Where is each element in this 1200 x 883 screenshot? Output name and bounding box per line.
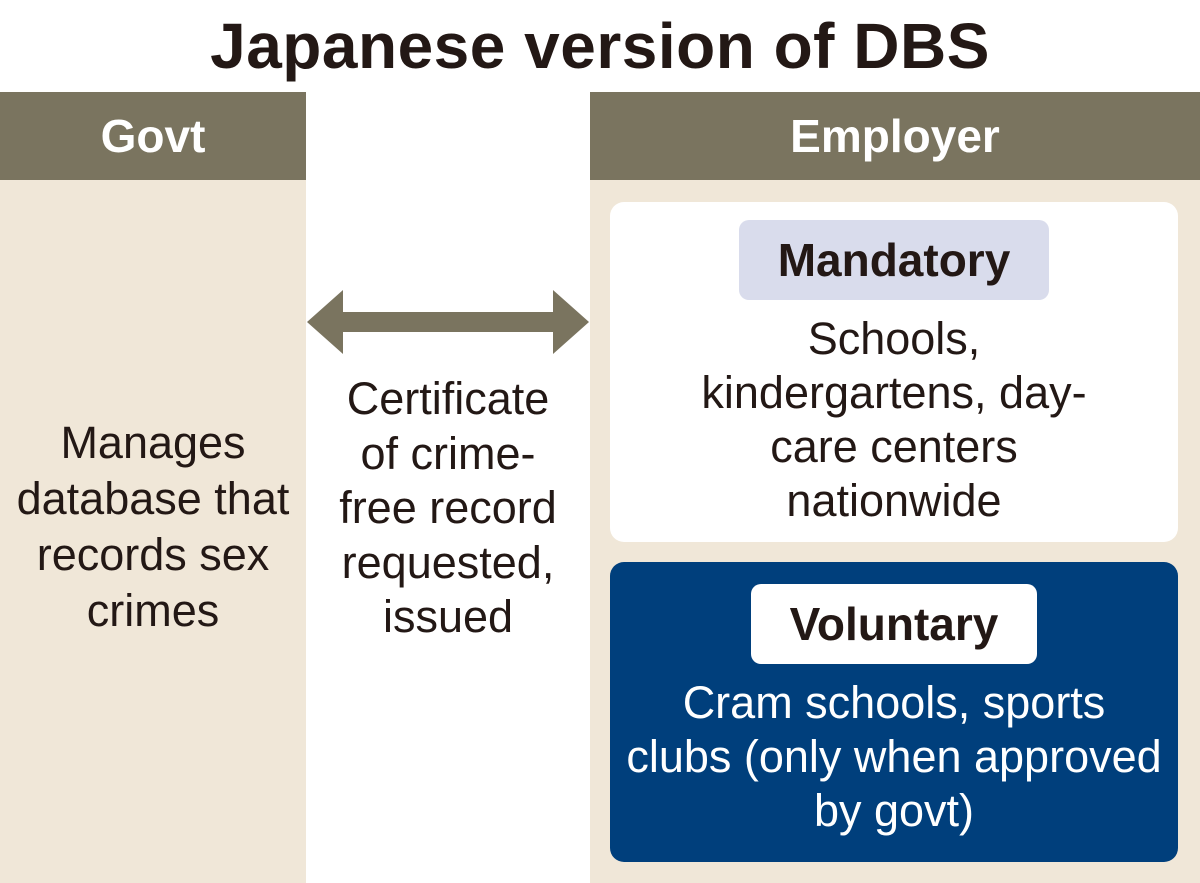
mandatory-description-container: Schools, kindergartens, day-care centers…	[610, 312, 1178, 528]
mandatory-badge: Mandatory	[739, 220, 1049, 300]
employer-header: Employer	[590, 92, 1200, 180]
mandatory-description: Schools, kindergartens, day-care centers…	[701, 313, 1087, 526]
mandatory-box: Mandatory Schools, kindergartens, day-ca…	[610, 202, 1178, 542]
double-headed-arrow-icon	[307, 290, 589, 354]
voluntary-description: Cram schools, sports clubs (only when ap…	[626, 677, 1162, 836]
flow-label: Certificate of crime-free record request…	[339, 373, 557, 642]
voluntary-box: Voluntary Cram schools, sports clubs (on…	[610, 562, 1178, 862]
govt-description: Manages database that records sex crimes	[16, 416, 290, 636]
govt-column	[0, 92, 306, 883]
govt-header: Govt	[0, 92, 306, 180]
diagram-title: Japanese version of DBS	[210, 10, 990, 82]
voluntary-description-container: Cram schools, sports clubs (only when ap…	[610, 676, 1178, 838]
govt-description-container: Manages database that records sex crimes	[0, 180, 306, 883]
voluntary-badge: Voluntary	[751, 584, 1037, 664]
flow-label-container: Certificate of crime-free record request…	[306, 372, 590, 645]
